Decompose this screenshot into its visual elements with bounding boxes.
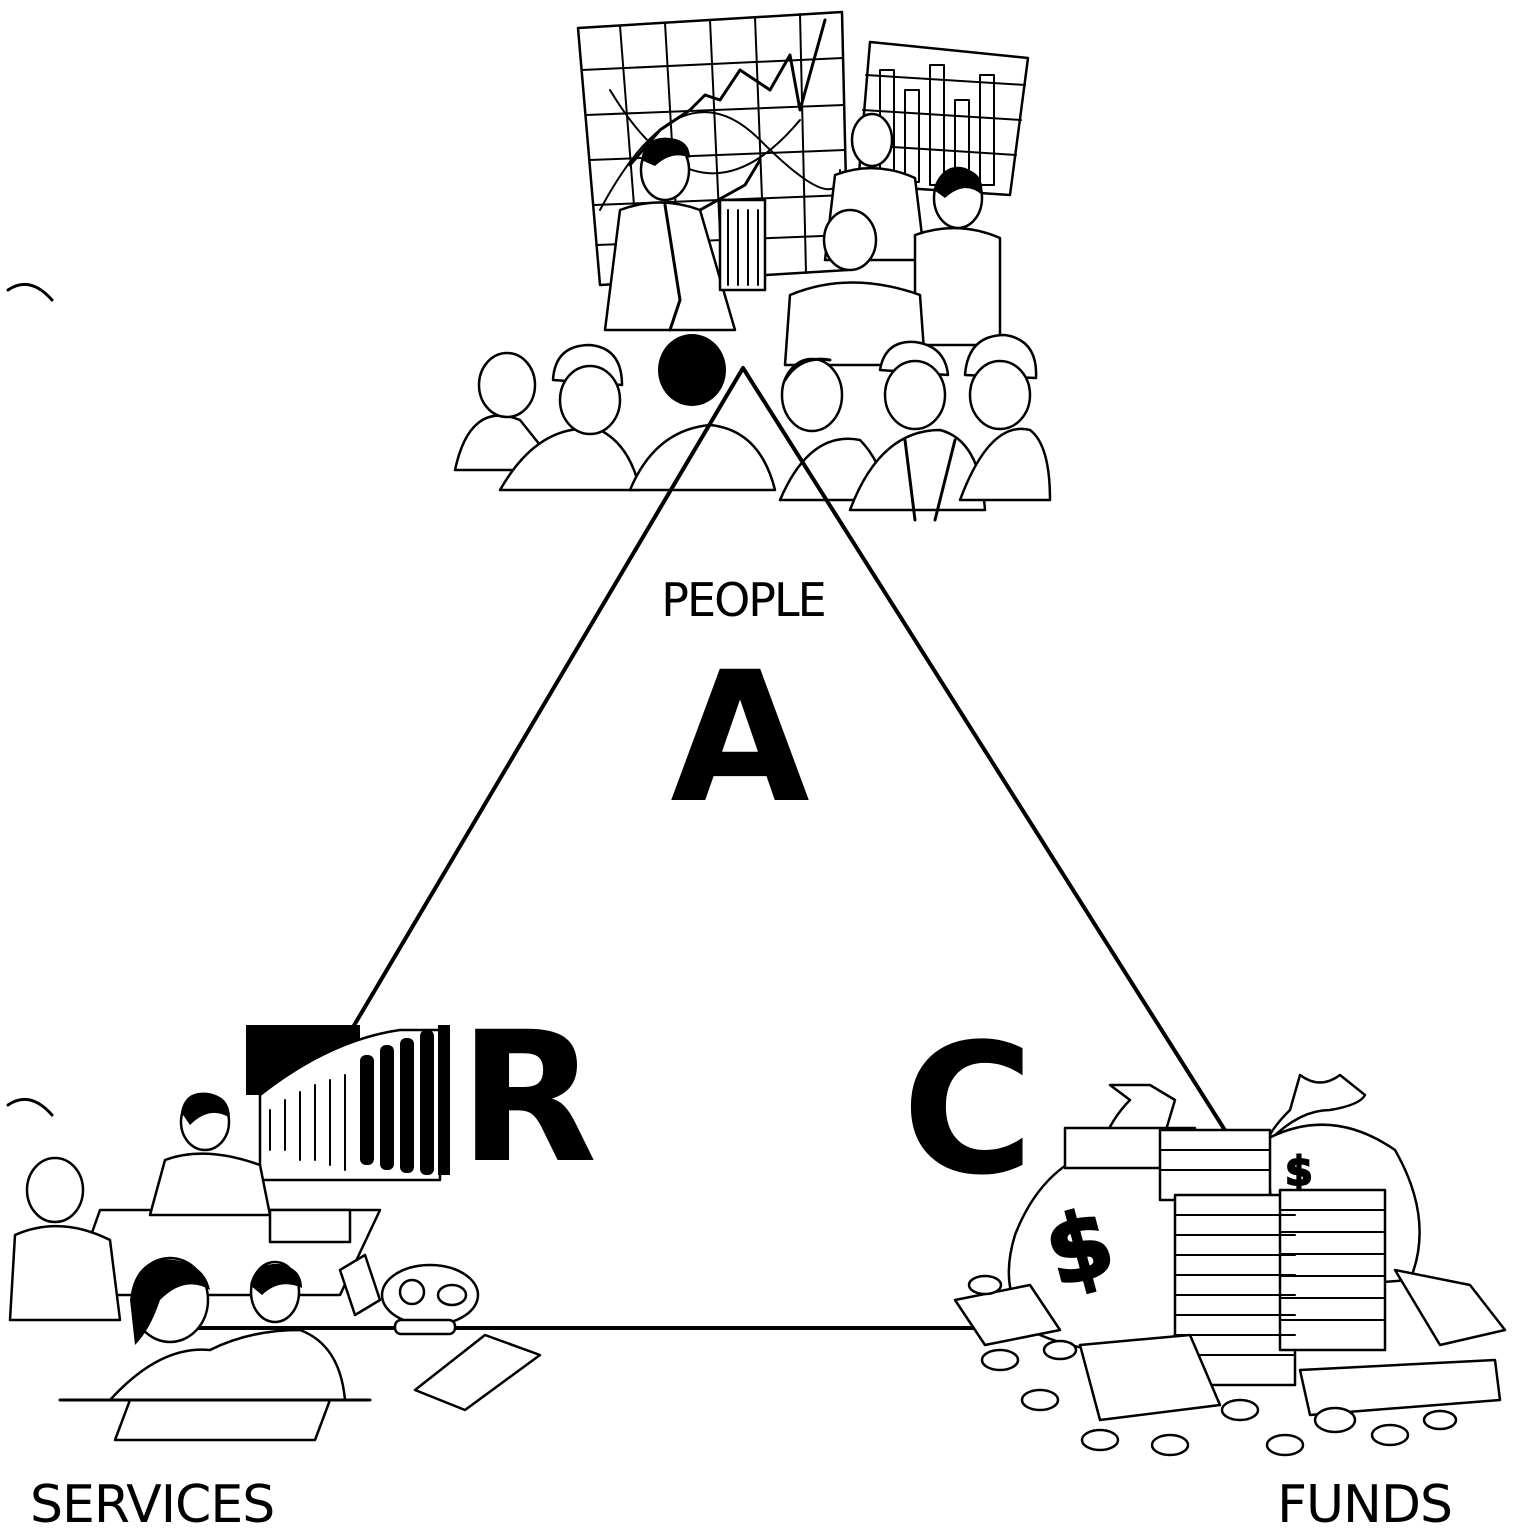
vertex-letter-a: A — [670, 634, 809, 843]
triangle-outline — [173, 366, 1352, 1330]
tape-recorder-icon — [338, 1253, 480, 1336]
binder-hole-lower — [6, 1097, 54, 1117]
group-meeting-illustration — [453, 10, 1052, 522]
coins-icon — [967, 1274, 1458, 1457]
vertex-caption-services: SERVICES — [30, 1475, 274, 1530]
standing-managers-figure — [783, 112, 1002, 367]
money-bags-illustration: $ $ — [953, 1073, 1507, 1457]
book-stack-icon — [268, 1208, 352, 1244]
svg-text:$: $ — [1285, 1149, 1313, 1195]
vertex-caption-people: PEOPLE — [661, 573, 824, 627]
presenter-figure — [603, 137, 767, 332]
vertex-letter-c: C — [902, 1006, 1034, 1215]
cash-stacks-icon — [1063, 1126, 1387, 1387]
loose-bills-icon — [953, 1268, 1507, 1422]
vertex-caption-funds: FUNDS — [1277, 1475, 1452, 1530]
audience-figures — [453, 333, 1052, 522]
binder-hole-upper — [6, 282, 54, 302]
bridge-crowd-icon — [246, 1025, 450, 1182]
vertex-letter-r: R — [459, 994, 598, 1203]
office-services-illustration — [8, 1025, 542, 1442]
